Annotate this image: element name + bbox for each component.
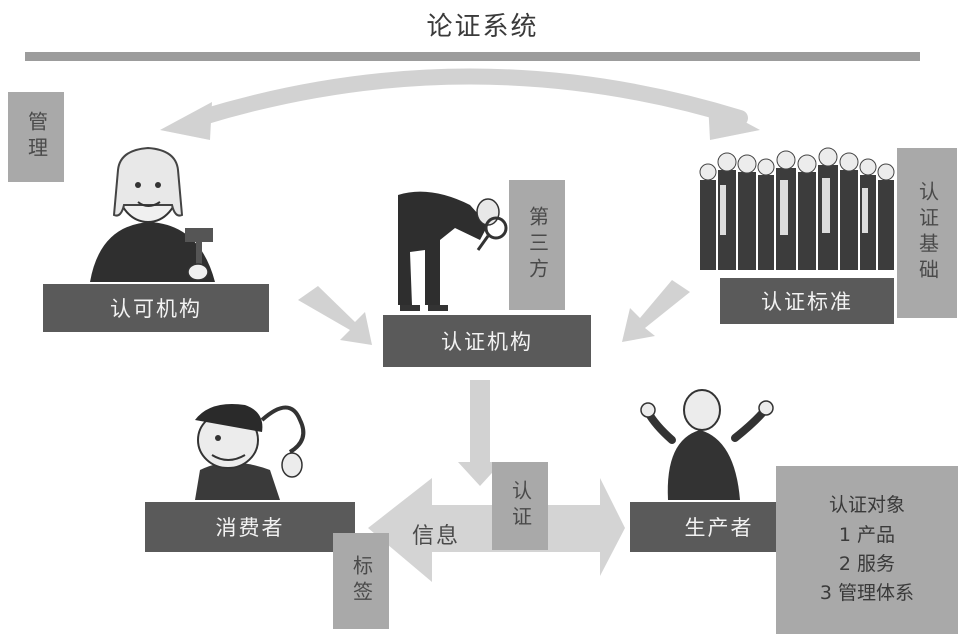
information-label: 信息 (412, 524, 461, 549)
certification-object-item: 3 管理体系 (819, 582, 915, 605)
certification-basis-label: 认证基础 (915, 181, 940, 285)
top-arc-arrowhead-left (160, 102, 212, 140)
arrow-down-certification (458, 380, 502, 486)
accreditation-body-box: 认可机构 (43, 284, 269, 332)
people-group-illustration (699, 147, 895, 270)
top-arc-arrowhead-right (708, 102, 760, 140)
management-box: 管理 (8, 92, 64, 182)
certification-object-item: 2 服务 (838, 553, 896, 575)
arrow-accreditation-to-certification (298, 286, 372, 345)
certification-box: 认证 (492, 462, 548, 550)
certification-basis-box: 认证基础 (897, 148, 957, 318)
third-party-box: 第三方 (509, 180, 565, 310)
title-rule (25, 52, 920, 61)
certification-label: 认证 (508, 480, 533, 532)
certification-standard-box: 认证标准 (720, 278, 894, 324)
consumer-illustration (195, 404, 306, 500)
diagram-title: 论证系统 (426, 12, 539, 42)
label-label: 标签 (349, 555, 374, 607)
producer-illustration (640, 389, 774, 500)
consumer-box: 消费者 (145, 502, 355, 552)
certification-object-box: 认证对象 1 产品 2 服务 3 管理体系 (776, 466, 958, 634)
certification-object-heading: 认证对象 (828, 494, 905, 517)
judge-illustration (90, 146, 215, 282)
certification-body-box: 认证机构 (383, 315, 591, 367)
third-party-label: 第三方 (525, 206, 550, 284)
certification-object-item: 1 产品 (838, 523, 896, 546)
label-box: 标签 (333, 533, 389, 629)
top-arc-arrow (192, 68, 748, 126)
arrow-standard-to-certification (622, 280, 690, 342)
management-label: 管理 (24, 111, 49, 163)
inspector-illustration (398, 191, 508, 311)
